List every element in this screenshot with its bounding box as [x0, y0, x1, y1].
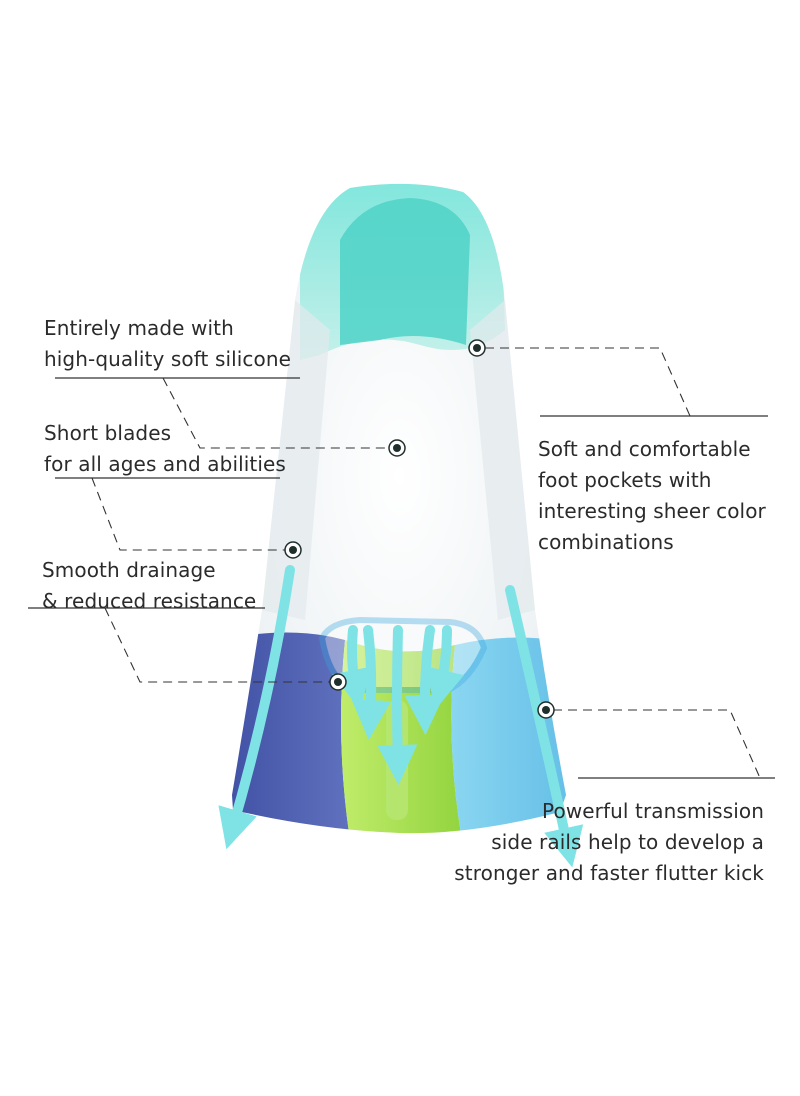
flow-arrows [218, 565, 584, 868]
annotation-pockets-line2: foot pockets with [538, 468, 712, 492]
flow-arrow-icon [377, 625, 418, 785]
flow-arrow-icon [351, 625, 392, 740]
target-dot-icon [388, 439, 406, 457]
flow-arrow-icon [404, 625, 445, 735]
target-markers [284, 339, 555, 719]
annotation-pockets-line1: Soft and comfortable [538, 437, 751, 461]
annotation-rails: Powerful transmission side rails help to… [454, 796, 764, 889]
target-dot-icon [537, 701, 555, 719]
flow-arrow-icon [505, 585, 584, 868]
annotation-pockets: Soft and comfortable foot pockets with i… [538, 434, 766, 558]
annotation-silicone-line2: high-quality soft silicone [44, 347, 292, 371]
flow-arrow-icon [425, 625, 465, 710]
annotation-rails-line1: Powerful transmission [542, 799, 764, 823]
blade-blue-section [232, 632, 350, 834]
annotation-blades: Short blades for all ages and abilities [44, 418, 286, 480]
target-dot-icon [468, 339, 486, 357]
annotation-blades-line2: for all ages and abilities [44, 452, 286, 476]
annotation-pockets-line4: combinations [538, 530, 674, 554]
annotation-drainage-line1: Smooth drainage [42, 558, 216, 582]
target-dot-icon [284, 541, 302, 559]
target-dot-icon [329, 673, 347, 691]
annotation-rails-line2: side rails help to develop a [491, 830, 764, 854]
annotation-silicone: Entirely made with high-quality soft sil… [44, 313, 291, 375]
annotation-pockets-line3: interesting sheer color [538, 499, 766, 523]
annotation-blades-line1: Short blades [44, 421, 172, 445]
leader-lines [28, 347, 775, 779]
annotation-silicone-line1: Entirely made with [44, 316, 234, 340]
flow-arrow-icon [218, 565, 295, 850]
annotation-drainage: Smooth drainage & reduced resistance [42, 555, 256, 617]
flow-arrow-icon [332, 625, 372, 710]
annotation-rails-line3: stronger and faster flutter kick [454, 861, 764, 885]
annotation-drainage-line2: & reduced resistance [42, 589, 257, 613]
foot-pocket-opening [340, 198, 470, 345]
